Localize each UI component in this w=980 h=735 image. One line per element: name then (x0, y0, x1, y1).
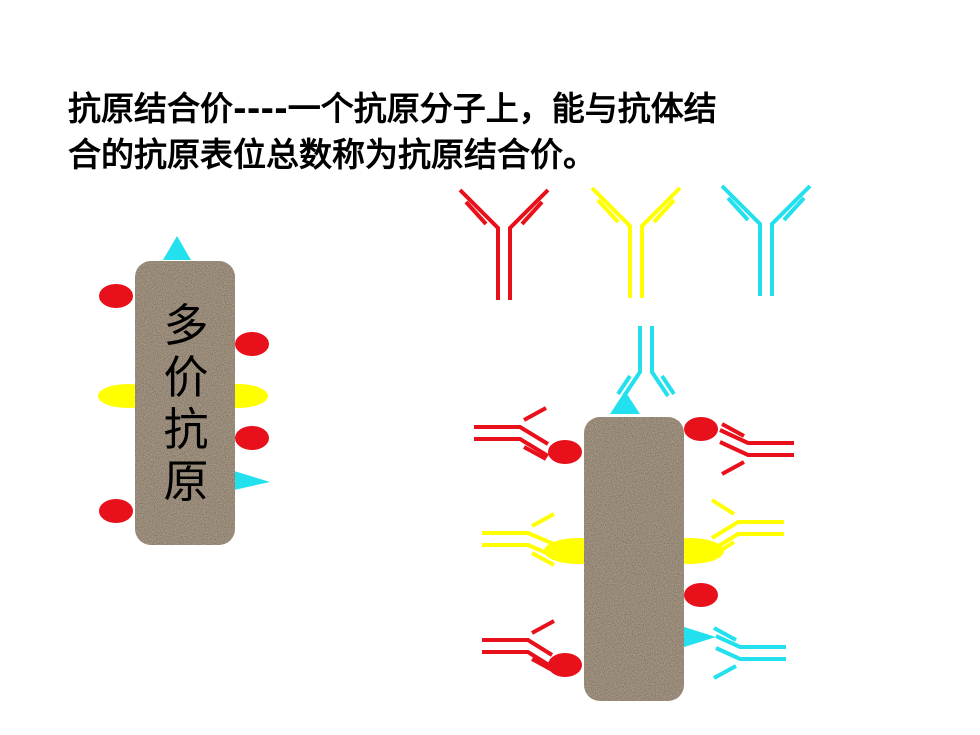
bound-antibody-red-left-upper (474, 406, 550, 461)
left-epitope-red-2 (235, 332, 269, 356)
label-char-3: 抗 (163, 403, 209, 456)
right-antigen-body (584, 417, 684, 701)
left-epitope-red-4 (99, 499, 133, 523)
left-epitope-cyan-top (163, 236, 191, 260)
right-epitope-red-3 (684, 583, 718, 607)
free-antibody-yellow (590, 186, 682, 298)
bound-antigen-group (474, 326, 794, 701)
right-epitope-cyan-right (681, 626, 716, 648)
left-antigen (98, 236, 270, 545)
bound-antibody-cyan-top (616, 326, 676, 398)
slide-title: 抗原结合价----一个抗原分子上，能与抗体结 合的抗原表位总数称为抗原结合价。 (68, 86, 868, 178)
left-antigen-body (135, 261, 235, 545)
bound-antibody-red-left-lower (482, 619, 555, 673)
right-epitope-red-2 (684, 417, 718, 441)
left-epitope-cyan-right (234, 471, 270, 490)
title-line-1: 抗原结合价----一个抗原分子上，能与抗体结 (68, 89, 717, 128)
bound-antibody-cyan-right (713, 626, 786, 680)
multivalent-antigen-label: 多 价 抗 原 (146, 300, 226, 508)
title-line-2: 合的抗原表位总数称为抗原结合价。 (68, 135, 596, 174)
bound-antibody-red-right-upper (719, 422, 794, 476)
right-epitope-cyan-top (610, 391, 640, 414)
free-antibody-cyan (720, 184, 812, 296)
bound-antibody-yellow-left (482, 512, 557, 567)
left-epitope-red-1 (99, 284, 133, 308)
free-antibody-red (458, 188, 550, 300)
right-epitope-red-4 (548, 653, 582, 677)
label-char-2: 价 (163, 351, 209, 404)
left-epitope-red-3 (235, 426, 269, 450)
right-epitope-red-1 (548, 440, 582, 464)
label-char-1: 多 (163, 299, 209, 352)
bound-antibody-yellow-right (710, 498, 784, 558)
label-char-4: 原 (163, 455, 209, 508)
